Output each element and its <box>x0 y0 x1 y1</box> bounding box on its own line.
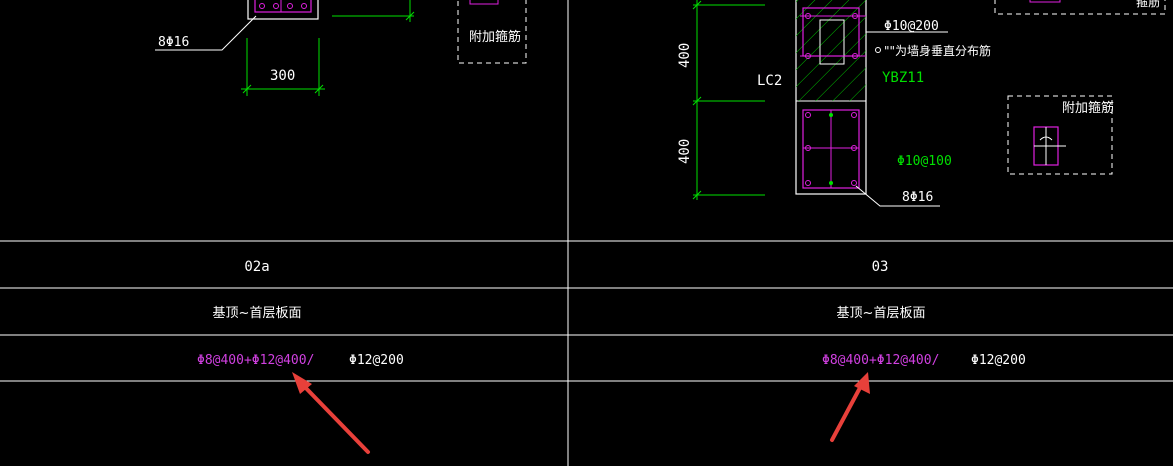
right-component-code: YBZ11 <box>882 70 924 86</box>
left-column-outline <box>247 0 319 20</box>
left-section-drawing: 8Φ16 300 附加箍筋 <box>155 0 527 96</box>
right-lc-label: LC2 <box>757 73 782 89</box>
left-column-stirrup <box>254 0 312 13</box>
right-extra-stirrup-box <box>1007 95 1113 175</box>
left-extra-stirrup-label: 附加箍筋 <box>469 29 521 45</box>
left-extra-stirrup-box <box>457 0 527 64</box>
right-rebar-leader <box>855 185 940 207</box>
right-extra-stirrup-label: 附加箍筋 <box>1062 100 1114 116</box>
right-height-dimension-upper: 400 <box>677 43 693 68</box>
right-top-stirrup-label: Φ10@200 <box>884 19 939 34</box>
annotation-arrow-right <box>830 372 870 442</box>
right-height-dimension-lower: 400 <box>677 139 693 164</box>
table-reinforcement-white-2[interactable]: Φ12@200 <box>971 353 1026 368</box>
table-reinforcement-magenta-1[interactable]: Φ8@400+Φ12@400/ <box>197 353 314 368</box>
left-width-dimension: 300 <box>270 68 295 84</box>
right-hatched-wall <box>796 0 866 101</box>
schedule-table-col-2: 03 基顶~首层板面 Φ8@400+Φ12@400/ Φ12@200 <box>822 259 1026 368</box>
top-right-clipped-text: 箍筋 <box>1136 0 1160 9</box>
right-rebar-label: 8Φ16 <box>902 190 933 205</box>
schedule-table-col-1: 02a 基顶~首层板面 Φ8@400+Φ12@400/ Φ12@200 <box>197 259 404 368</box>
table-reinforcement-white-1[interactable]: Φ12@200 <box>349 353 404 368</box>
table-location-2[interactable]: 基顶~首层板面 <box>837 306 926 321</box>
right-section-drawing: 400 400 LC2 <box>677 0 1166 207</box>
table-number-2[interactable]: 03 <box>872 259 889 275</box>
left-rebar-leader <box>155 15 257 51</box>
table-location-1[interactable]: 基顶~首层板面 <box>213 306 302 321</box>
table-reinforcement-magenta-2[interactable]: Φ8@400+Φ12@400/ <box>822 353 939 368</box>
annotation-arrow-left <box>292 372 370 454</box>
left-rebar-label: 8Φ16 <box>158 35 189 50</box>
table-number-1[interactable]: 02a <box>244 259 269 275</box>
right-wall-note: ""为墙身垂直分布筋 <box>884 43 991 58</box>
right-stirrup-label: Φ10@100 <box>897 154 952 169</box>
top-right-clipped-box <box>994 0 1166 15</box>
